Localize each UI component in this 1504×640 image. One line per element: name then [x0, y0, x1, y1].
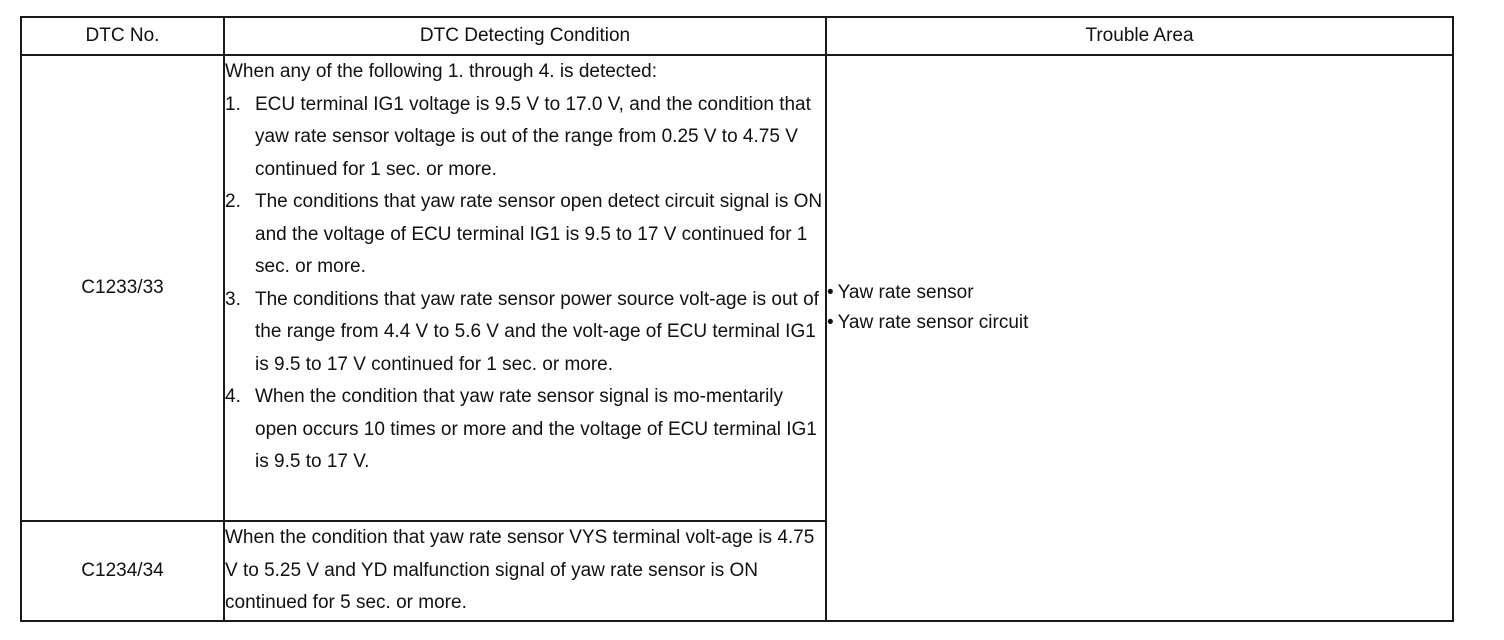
header-dtc-no: DTC No. [20, 16, 225, 56]
table-row: C1233/33 When any of the following 1. th… [20, 54, 1454, 622]
list-item: •Yaw rate sensor [827, 278, 1452, 308]
detecting-condition-cell: When any of the following 1. through 4. … [223, 54, 827, 522]
condition-item-text: When the condition that yaw rate sensor … [255, 386, 817, 472]
condition-item-number: 2. [225, 191, 241, 212]
condition-item: 3. The conditions that yaw rate sensor p… [225, 284, 825, 382]
dtc-code-cell: C1234/34 [20, 520, 225, 622]
bullet-icon: • [827, 281, 834, 303]
condition-item-text: The conditions that yaw rate sensor powe… [255, 288, 819, 375]
condition-item: 2. The conditions that yaw rate sensor o… [225, 186, 825, 284]
table-header-row: DTC No. DTC Detecting Condition Trouble … [20, 16, 1454, 56]
trouble-area-list: •Yaw rate sensor •Yaw rate sensor circui… [827, 278, 1452, 338]
detecting-condition-cell: When the condition that yaw rate sensor … [223, 520, 827, 622]
header-trouble-area: Trouble Area [825, 16, 1454, 56]
table-row: C1234/34 When the condition that yaw rat… [20, 520, 1453, 622]
condition-item-number: 3. [225, 288, 241, 310]
condition-item-number: 4. [225, 386, 241, 407]
trouble-area-item: Yaw rate sensor [837, 281, 974, 303]
condition-item-number: 1. [225, 93, 241, 115]
condition-item-text: ECU terminal IG1 voltage is 9.5 V to 17.… [255, 93, 811, 180]
condition-item: 1. ECU terminal IG1 voltage is 9.5 V to … [225, 89, 825, 187]
condition-intro: When any of the following 1. through 4. … [225, 61, 657, 82]
condition-list: 1. ECU terminal IG1 voltage is 9.5 V to … [225, 89, 825, 479]
dtc-code-cell: C1233/33 [20, 54, 225, 522]
dtc-table: DTC No. DTC Detecting Condition Trouble … [20, 16, 1454, 622]
trouble-area-item: Yaw rate sensor circuit [837, 311, 1029, 333]
trouble-area-cell: •Yaw rate sensor •Yaw rate sensor circui… [825, 54, 1454, 622]
condition-item-text: The conditions that yaw rate sensor open… [255, 191, 823, 277]
bullet-icon: • [827, 311, 834, 333]
list-item: •Yaw rate sensor circuit [827, 308, 1452, 338]
condition-item: 4. When the condition that yaw rate sens… [225, 381, 825, 479]
header-detecting-condition: DTC Detecting Condition [223, 16, 827, 56]
